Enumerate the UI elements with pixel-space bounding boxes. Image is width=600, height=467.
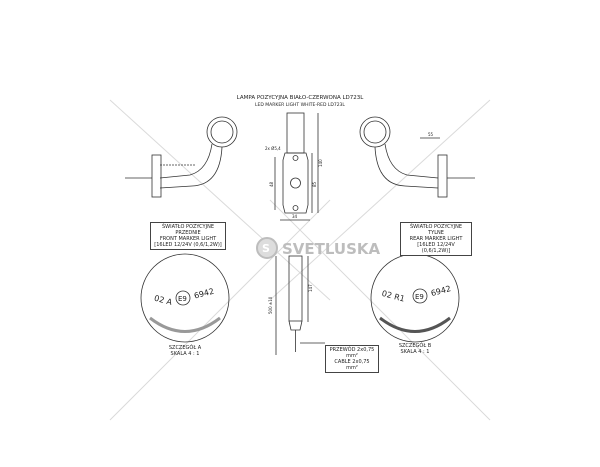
cable-label-pl: PRZEWÓD 2x0,75 mm²	[329, 347, 375, 359]
detail-a-scale: SKALA 4 : 1	[170, 351, 200, 357]
dim-arm: 55	[428, 132, 434, 137]
front-light-label: ŚWIATŁO POZYCYJNE PRZEDNIE FRONT MARKER …	[150, 222, 226, 250]
detail-a-view: 02 A E9 6942	[140, 253, 230, 343]
watermark-logo: S SVETLUSKA	[256, 237, 381, 259]
dim-height: 140	[318, 159, 323, 167]
detail-a-mark: E9	[178, 295, 187, 303]
detail-a-title: SZCZEGÓŁ A	[168, 345, 202, 351]
rear-lamp-side-view	[359, 116, 475, 198]
detail-a-code: 02 A	[153, 294, 173, 308]
title-pl: LAMPA POZYCYJNA BIAŁO-CZERWONA LD723L	[237, 95, 365, 101]
detail-b-code: 02 R1	[381, 289, 406, 304]
title-en: LED MARKER LIGHT WHITE-RED LD723L	[255, 102, 345, 108]
detail-b-title: SZCZEGÓŁ B	[398, 343, 432, 349]
cable-label-en: CABLE 2x0,75 mm²	[334, 359, 370, 371]
front-label-en: FRONT MARKER LIGHT	[159, 236, 217, 242]
front-lamp-side-view	[125, 116, 238, 198]
dim-cable-length: 147	[308, 284, 313, 292]
dim-inner: 85	[312, 181, 317, 187]
detail-a-number: 6942	[193, 287, 215, 301]
rear-label-pl: ŚWIATŁO POZYCYJNE TYLNE	[409, 224, 462, 236]
rear-label-spec: [16LED 12/24V (0,6/1,2W)]	[417, 242, 455, 254]
rear-label-en: REAR MARKER LIGHT	[409, 236, 463, 242]
detail-b-caption: SZCZEGÓŁ B SKALA 4 : 1	[390, 343, 440, 355]
dim-spacing: 48	[269, 181, 274, 187]
front-label-pl: ŚWIATŁO POZYCYJNE PRZEDNIE	[161, 224, 214, 236]
detail-b-mark: E9	[415, 293, 424, 301]
cable-view	[275, 255, 325, 355]
detail-b-scale: SKALA 4 : 1	[400, 349, 430, 355]
dim-holes: 2x Ø5,4	[265, 146, 281, 151]
front-label-spec: [16LED 12/24V (0,6/1,2W)]	[154, 242, 222, 248]
watermark-lines	[109, 99, 491, 421]
cable-label: PRZEWÓD 2x0,75 mm² CABLE 2x0,75 mm²	[325, 345, 379, 373]
dim-width: 34	[292, 214, 298, 219]
watermark-brand: SVETLUSKA	[282, 240, 381, 258]
detail-b-number: 6942	[430, 284, 452, 298]
bracket-front-view	[274, 112, 319, 221]
detail-b-view: 02 R1 E9 6942	[370, 253, 460, 343]
svg-text:S: S	[262, 242, 270, 255]
rear-light-label: ŚWIATŁO POZYCYJNE TYLNE REAR MARKER LIGH…	[400, 222, 472, 256]
dim-cable-tol: 500 ±10	[268, 296, 273, 314]
detail-a-caption: SZCZEGÓŁ A SKALA 4 : 1	[160, 345, 210, 357]
